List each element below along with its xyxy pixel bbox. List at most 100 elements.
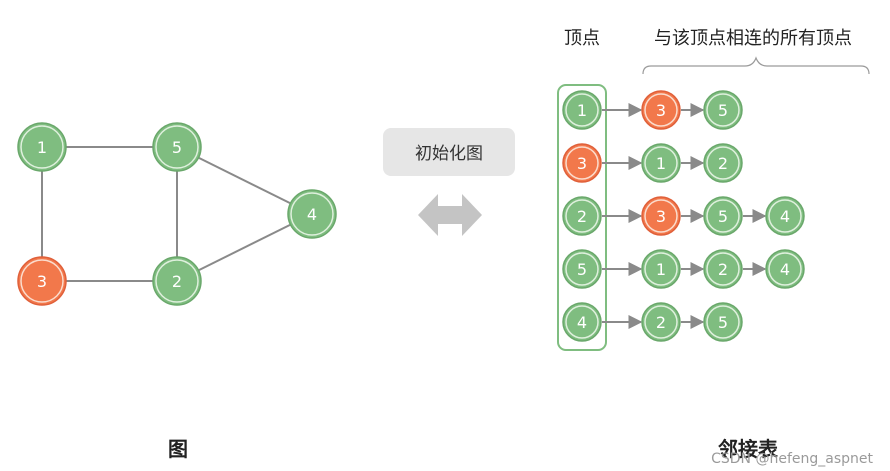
adjacency-row: 3 1 2 bbox=[562, 143, 743, 183]
neighbor-node-5: 5 bbox=[703, 90, 743, 130]
neighbor-node-4: 4 bbox=[765, 196, 805, 236]
neighbor-node-2-fill bbox=[703, 143, 743, 183]
vertex-node-1-fill bbox=[562, 90, 602, 130]
neighbor-node-3-ring bbox=[644, 199, 678, 233]
neighbor-node-4-fill bbox=[765, 196, 805, 236]
neighbor-node-3-label: 3 bbox=[656, 101, 666, 120]
neighbors-column-header: 与该顶点相连的所有顶点 bbox=[654, 28, 852, 49]
neighbor-node-3-fill bbox=[641, 196, 681, 236]
neighbor-node-5-ring bbox=[706, 93, 740, 127]
graph-node-4-label: 4 bbox=[307, 205, 317, 224]
neighbor-node-2-ring bbox=[706, 252, 740, 286]
neighbor-node-4-label: 4 bbox=[780, 260, 790, 279]
neighbor-node-1-label: 1 bbox=[656, 260, 666, 279]
neighbor-node-1: 1 bbox=[641, 143, 681, 183]
neighbor-node-2-ring bbox=[644, 305, 678, 339]
graph-edge-2-4 bbox=[176, 213, 313, 282]
vertex-node-1-ring bbox=[565, 93, 599, 127]
neighbor-node-2-fill bbox=[641, 302, 681, 342]
graph-node-5-label: 5 bbox=[172, 138, 182, 157]
vertex-node-2-ring bbox=[565, 199, 599, 233]
graph-node-4: 4 bbox=[287, 189, 337, 239]
adjacency-caption: 邻接表 bbox=[718, 437, 779, 461]
vertex-node-5: 5 bbox=[562, 249, 602, 289]
vertex-node-5-ring bbox=[565, 252, 599, 286]
graph-node-4-ring bbox=[290, 192, 334, 236]
vertex-node-2: 2 bbox=[562, 196, 602, 236]
vertex-node-3-label: 3 bbox=[577, 154, 587, 173]
neighbor-node-5-fill bbox=[703, 196, 743, 236]
graph-nodes: 1 5 4 3 2 bbox=[17, 122, 337, 306]
neighbor-node-4-fill bbox=[765, 249, 805, 289]
graph-node-3: 3 bbox=[17, 256, 67, 306]
adjacency-row: 5 1 2 4 bbox=[562, 249, 805, 289]
vertex-node-3: 3 bbox=[562, 143, 602, 183]
graph-node-2: 2 bbox=[152, 256, 202, 306]
double-arrow-icon bbox=[418, 194, 482, 236]
neighbor-node-5: 5 bbox=[703, 196, 743, 236]
adjacency-row: 2 3 5 4 bbox=[562, 196, 805, 236]
neighbor-node-4: 4 bbox=[765, 249, 805, 289]
neighbor-node-5-ring bbox=[706, 199, 740, 233]
neighbor-node-5: 5 bbox=[703, 302, 743, 342]
neighbor-node-1-ring bbox=[644, 252, 678, 286]
vertex-column-header: 顶点 bbox=[564, 28, 600, 49]
neighbor-node-2-fill bbox=[703, 249, 743, 289]
neighbor-node-3: 3 bbox=[641, 196, 681, 236]
neighbor-node-2: 2 bbox=[703, 143, 743, 183]
neighbor-node-2-label: 2 bbox=[718, 260, 728, 279]
init-graph-button[interactable]: 初始化图 bbox=[383, 128, 515, 176]
graph-node-3-ring bbox=[20, 259, 64, 303]
neighbor-node-1-fill bbox=[641, 143, 681, 183]
graph-node-2-ring bbox=[155, 259, 199, 303]
vertex-node-2-fill bbox=[562, 196, 602, 236]
neighbor-node-5-label: 5 bbox=[718, 313, 728, 332]
graph-node-4-fill bbox=[287, 189, 337, 239]
graph-node-1-ring bbox=[20, 125, 64, 169]
graph-caption: 图 bbox=[168, 437, 188, 461]
vertex-node-4-label: 4 bbox=[577, 313, 587, 332]
init-graph-button-label: 初始化图 bbox=[415, 144, 483, 164]
neighbor-node-1-label: 1 bbox=[656, 154, 666, 173]
graph-node-3-label: 3 bbox=[37, 272, 47, 291]
vertex-node-1: 1 bbox=[562, 90, 602, 130]
neighbor-node-2-ring bbox=[706, 146, 740, 180]
graph-node-5-ring bbox=[155, 125, 199, 169]
vertex-node-4-ring bbox=[565, 305, 599, 339]
neighbor-node-5-fill bbox=[703, 302, 743, 342]
graph-node-1-label: 1 bbox=[37, 138, 47, 157]
graph-node-5-fill bbox=[152, 122, 202, 172]
neighbor-node-4-label: 4 bbox=[780, 207, 790, 226]
neighbor-node-3-label: 3 bbox=[656, 207, 666, 226]
graph-node-1-fill bbox=[17, 122, 67, 172]
graph-node-2-fill bbox=[152, 256, 202, 306]
neighbor-node-2-label: 2 bbox=[718, 154, 728, 173]
watermark: CSDN @hefeng_aspnet bbox=[711, 451, 873, 467]
vertex-node-3-fill bbox=[562, 143, 602, 183]
vertex-node-4: 4 bbox=[562, 302, 602, 342]
neighbor-node-2-label: 2 bbox=[656, 313, 666, 332]
neighbor-node-5-label: 5 bbox=[718, 101, 728, 120]
vertex-node-1-label: 1 bbox=[577, 101, 587, 120]
vertex-node-5-fill bbox=[562, 249, 602, 289]
adjacency-rows: 1 3 5 3 1 2 2 3 5 4 5 1 2 4 4 2 5 bbox=[562, 90, 805, 342]
adjacency-row: 4 2 5 bbox=[562, 302, 743, 342]
graph-node-5: 5 bbox=[152, 122, 202, 172]
neighbor-node-5-fill bbox=[703, 90, 743, 130]
neighbor-node-3-fill bbox=[641, 90, 681, 130]
vertex-column-frame bbox=[557, 84, 607, 351]
neighbor-node-4-ring bbox=[768, 199, 802, 233]
neighbor-node-2: 2 bbox=[703, 249, 743, 289]
graph-node-1: 1 bbox=[17, 122, 67, 172]
neighbor-node-5-ring bbox=[706, 305, 740, 339]
vertex-node-5-label: 5 bbox=[577, 260, 587, 279]
neighbors-brace bbox=[642, 56, 870, 75]
neighbor-node-3: 3 bbox=[641, 90, 681, 130]
vertex-node-2-label: 2 bbox=[577, 207, 587, 226]
graph-edge-5-4 bbox=[176, 146, 313, 215]
neighbor-node-4-ring bbox=[768, 252, 802, 286]
vertex-node-3-ring bbox=[565, 146, 599, 180]
graph-node-2-label: 2 bbox=[172, 272, 182, 291]
neighbor-node-3-ring bbox=[644, 93, 678, 127]
